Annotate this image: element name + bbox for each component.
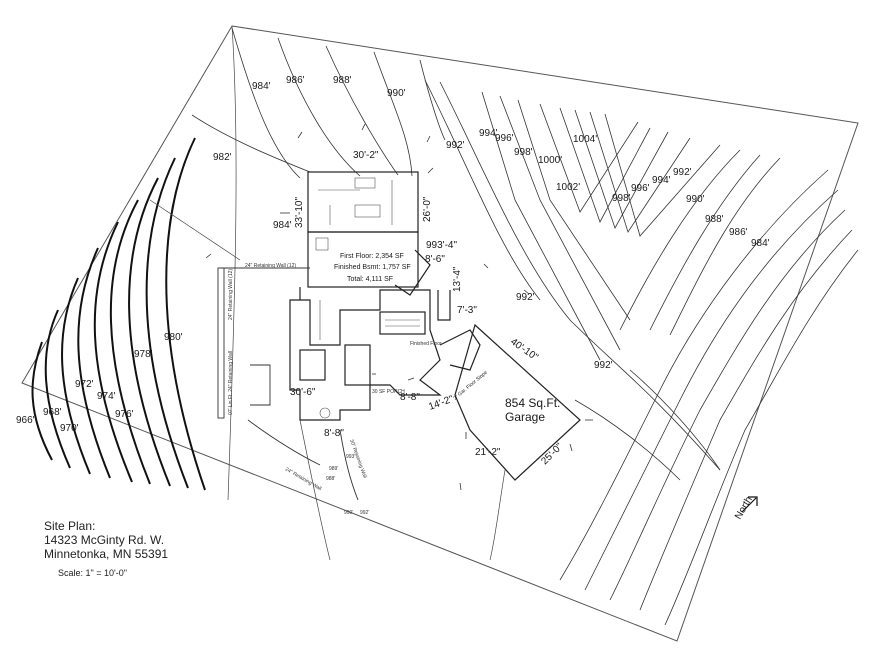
area-summary: First Floor: 2,354 SF Finished Bsmt: 1,7… — [334, 253, 411, 283]
svg-text:990': 990' — [344, 510, 353, 516]
svg-text:992': 992' — [516, 292, 535, 303]
svg-text:990': 990' — [387, 88, 406, 99]
svg-text:984': 984' — [273, 220, 292, 231]
misc-lines — [149, 25, 506, 561]
garage-area: 854 Sq.Ft. — [505, 396, 560, 410]
svg-text:1002': 1002' — [556, 182, 580, 193]
svg-text:996': 996' — [631, 183, 650, 194]
garage-labels: 854 Sq.Ft. Garage 2" Gar. Floor Slope — [452, 370, 560, 424]
svg-text:986': 986' — [286, 75, 305, 86]
svg-text:980': 980' — [164, 332, 183, 343]
title-block: Site Plan: 14323 McGinty Rd. W. Minneton… — [44, 519, 168, 578]
svg-text:974': 974' — [97, 391, 116, 402]
svg-text:976': 976' — [115, 409, 134, 420]
svg-text:8'-8": 8'-8" — [324, 428, 344, 439]
svg-text:13'-4": 13'-4" — [452, 266, 463, 292]
svg-text:21'-2": 21'-2" — [475, 447, 501, 458]
finished-basement-area: Finished Bsmt: 1,757 SF — [334, 264, 411, 271]
scale-label: Scale: 1" = 10'-0" — [58, 568, 127, 578]
svg-text:1004': 1004' — [573, 134, 597, 145]
svg-text:30'-2": 30'-2" — [353, 150, 379, 161]
svg-text:26'-0": 26'-0" — [422, 196, 433, 222]
svg-text:986': 986' — [729, 227, 748, 238]
svg-text:972': 972' — [75, 379, 94, 390]
svg-text:993'-4": 993'-4" — [426, 240, 457, 251]
svg-text:994': 994' — [652, 175, 671, 186]
svg-text:Finished Floor: Finished Floor — [410, 341, 442, 347]
address-line-1: 14323 McGinty Rd. W. — [44, 533, 165, 547]
svg-text:992': 992' — [360, 510, 369, 516]
svg-text:8'-6": 8'-6" — [425, 254, 445, 265]
svg-text:993': 993' — [346, 454, 355, 460]
svg-text:970': 970' — [60, 423, 79, 434]
contour-lines-east — [424, 79, 721, 471]
svg-text:968': 968' — [43, 407, 62, 418]
svg-text:7'-3": 7'-3" — [457, 305, 477, 316]
contour-labels: 984' 986' 988' 990' 982' 992' 994' 996' … — [16, 75, 770, 516]
svg-text:998': 998' — [514, 147, 533, 158]
contour-lines-southeast — [559, 149, 859, 626]
svg-text:30 SF PORCH: 30 SF PORCH — [372, 389, 405, 395]
svg-text:992': 992' — [446, 140, 465, 151]
svg-text:990': 990' — [686, 194, 705, 205]
interior-details — [315, 177, 420, 419]
svg-text:996': 996' — [495, 133, 514, 144]
house-footprint — [289, 171, 481, 421]
svg-text:1000': 1000' — [538, 155, 562, 166]
address-line-2: Minnetonka, MN 55391 — [44, 547, 169, 561]
svg-text:984': 984' — [252, 81, 271, 92]
svg-text:994': 994' — [479, 128, 498, 139]
garage-label: Garage — [505, 410, 545, 424]
contour-lines-north — [191, 27, 446, 179]
garage-outline — [454, 323, 581, 481]
svg-text:992': 992' — [673, 167, 692, 178]
svg-text:978': 978' — [134, 349, 153, 360]
svg-text:988': 988' — [705, 214, 724, 225]
svg-text:30'-6": 30'-6" — [290, 387, 316, 398]
north-arrow-icon: North — [733, 495, 758, 522]
svg-text:24" Retaining Wall (12): 24" Retaining Wall (12) — [228, 269, 234, 320]
svg-text:24" Retaining Wall (12): 24" Retaining Wall (12) — [245, 263, 296, 269]
drainage-arrows — [205, 123, 593, 491]
svg-text:992': 992' — [594, 360, 613, 371]
svg-text:998': 998' — [612, 193, 631, 204]
dimension-labels: 30'-2" 26'-0" 33'-10" 993'-4" 8'-6" 13'-… — [290, 150, 565, 467]
svg-text:988': 988' — [333, 75, 352, 86]
svg-text:988': 988' — [326, 476, 335, 482]
retaining-walls — [217, 267, 359, 501]
north-label: North — [733, 495, 755, 522]
svg-text:25'-0": 25'-0" — [539, 441, 565, 467]
site-plan-heading: Site Plan: — [44, 519, 96, 533]
total-area: Total: 4,111 SF — [347, 276, 393, 283]
contour-lines-west — [31, 137, 206, 491]
svg-text:07' Lin Ft. 24" Retaining Wall: 07' Lin Ft. 24" Retaining Wall — [228, 351, 234, 415]
svg-text:33'-10": 33'-10" — [294, 197, 305, 228]
svg-text:982': 982' — [213, 152, 232, 163]
svg-text:8'-8": 8'-8" — [400, 392, 420, 403]
first-floor-area: First Floor: 2,354 SF — [340, 253, 404, 260]
annotations: 24" Retaining Wall (12) 24" Retaining Wa… — [228, 263, 442, 492]
svg-text:14'-2": 14'-2" — [427, 394, 455, 413]
svg-text:989': 989' — [329, 466, 338, 472]
svg-text:984': 984' — [751, 238, 770, 249]
svg-text:966': 966' — [16, 415, 35, 426]
